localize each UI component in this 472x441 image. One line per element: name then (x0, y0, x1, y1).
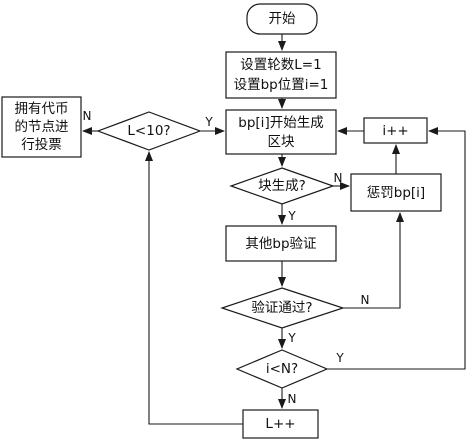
init-label-line1: 设置轮数L=1 (240, 57, 322, 73)
edge-label-verify-no: N (360, 293, 370, 307)
vote-label-line2: 的节点进 (14, 119, 69, 135)
init-label-line2: 设置bp位置i=1 (233, 77, 329, 93)
init-box (225, 51, 337, 99)
increment-i-label: i++ (382, 122, 409, 139)
edge-verify-no-to-penalize (343, 212, 404, 309)
i-lt-n-label: i<N? (265, 361, 299, 377)
edge-increment-l-to-l-check (145, 151, 243, 425)
vote-label-line1: 拥有代币 (14, 101, 69, 117)
l-lt-10-decision (96, 111, 202, 151)
edge-i-yes-to-increment-i (327, 127, 466, 370)
l-lt-10-label: L<10? (127, 123, 171, 139)
start-label: 开始 (268, 11, 296, 27)
increment-l-box (242, 409, 319, 439)
edge-label-l10-no: N (82, 109, 92, 123)
block-generated-label: 块生成? (258, 178, 306, 194)
edge-label-block-yes: Y (288, 209, 296, 223)
increment-l-label: L++ (265, 416, 296, 432)
vote-label-line3: 行投票 (21, 137, 62, 153)
penalize-label: 惩罚bp[i] (366, 184, 426, 201)
edge-label-l10-yes: Y (205, 115, 213, 129)
edge-label-i-yes: Y (336, 351, 344, 365)
generate-label-line1: bp[i]开始生成 (238, 115, 324, 131)
vote-box (1, 96, 82, 158)
edge-label-block-no: N (333, 171, 343, 185)
other-verify-box (225, 225, 337, 262)
generate-block-box (225, 109, 337, 155)
edge-label-i-no: N (287, 392, 297, 406)
generate-label-line2: 区块 (267, 134, 295, 150)
edge-label-verify-yes: Y (288, 331, 296, 345)
other-verify-label: 其他bp验证 (245, 235, 317, 252)
verify-passed-label: 验证通过? (251, 300, 313, 316)
